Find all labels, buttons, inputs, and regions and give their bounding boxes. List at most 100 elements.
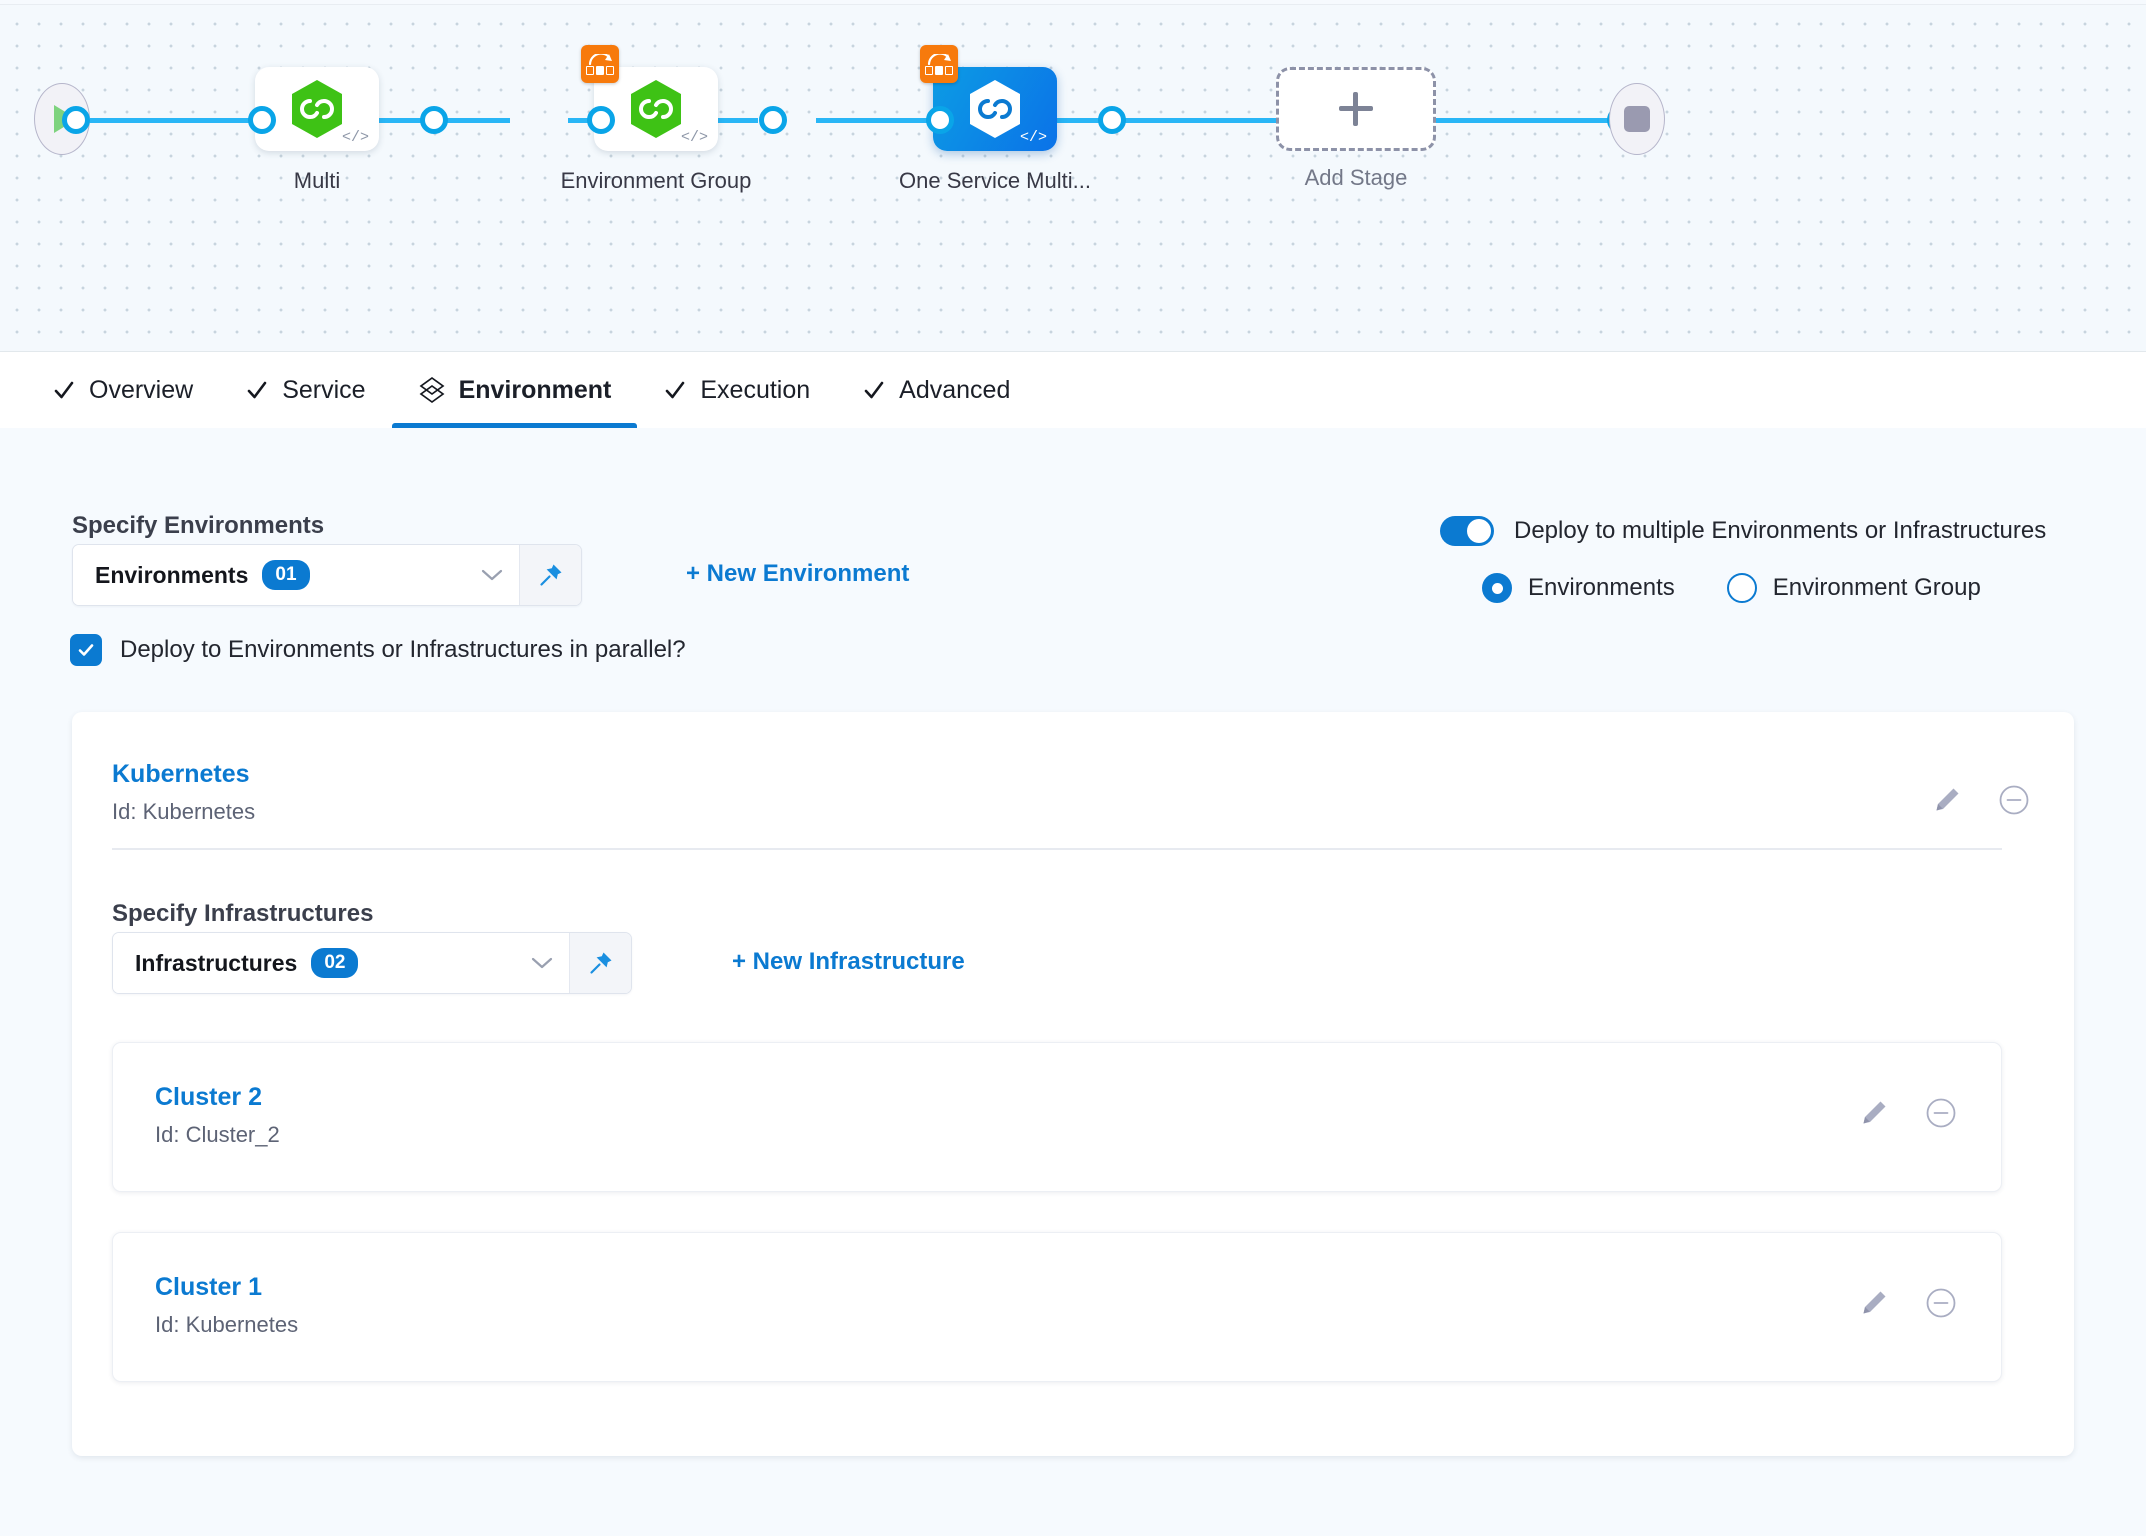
- connector-dot-3[interactable]: [587, 106, 615, 134]
- new-infrastructure-link[interactable]: + New Infrastructure: [732, 948, 965, 975]
- minus-circle-icon[interactable]: [1925, 1287, 1957, 1319]
- tab-service[interactable]: Service: [219, 352, 391, 428]
- environments-dropdown-main[interactable]: Environments 01: [73, 545, 519, 605]
- check-icon: [864, 381, 884, 399]
- radio-environment-group[interactable]: Environment Group: [1726, 573, 1981, 603]
- connector-dot-start[interactable]: [62, 106, 90, 134]
- multi-deploy-badge-icon: [581, 45, 619, 83]
- connector-dot-5[interactable]: [926, 106, 954, 134]
- environments-dropdown[interactable]: Environments 01: [72, 544, 582, 606]
- yaml-code-icon[interactable]: </>: [341, 129, 369, 146]
- connector-dot-4[interactable]: [759, 106, 787, 134]
- checkmark-icon: [78, 644, 94, 656]
- connector-dot-1[interactable]: [248, 106, 276, 134]
- specify-environments-label: Specify Environments: [72, 512, 325, 539]
- infrastructure-id: Id: Cluster_2: [155, 1122, 280, 1147]
- radio-environment-group-label: Environment Group: [1772, 574, 1981, 601]
- tab-advanced-label: Advanced: [899, 375, 1011, 404]
- parallel-deploy-label: Deploy to Environments or Infrastructure…: [120, 636, 686, 663]
- environment-title[interactable]: Kubernetes: [112, 760, 250, 788]
- add-stage-button[interactable]: [1276, 67, 1436, 151]
- pipeline-canvas[interactable]: </> Multi </> Environment Group </> One …: [0, 4, 2146, 352]
- tab-advanced[interactable]: Advanced: [836, 352, 1036, 428]
- environment-card: Kubernetes Id: Kubernetes Specify Infras…: [72, 712, 2074, 1456]
- stage-tabbar: Overview Service Environment Execution A…: [0, 352, 2146, 428]
- multi-deploy-toggle-label: Deploy to multiple Environments or Infra…: [1514, 517, 2047, 544]
- pin-icon: [539, 564, 561, 586]
- radio-environments-input[interactable]: [1482, 573, 1512, 603]
- tab-service-label: Service: [282, 375, 366, 404]
- radio-environments[interactable]: Environments: [1482, 573, 1675, 603]
- tab-overview-label: Overview: [89, 375, 194, 404]
- tab-environment[interactable]: Environment: [391, 352, 638, 428]
- check-icon: [54, 381, 74, 399]
- deploy-scope-radio-group[interactable]: Environments Environment Group: [1482, 573, 1981, 603]
- pencil-icon[interactable]: [1932, 785, 1962, 815]
- environments-dropdown-text: Environments: [95, 561, 249, 588]
- yaml-code-icon[interactable]: </>: [1019, 129, 1047, 146]
- card-divider: [112, 848, 2002, 850]
- parallel-deploy-row[interactable]: Deploy to Environments or Infrastructure…: [70, 634, 686, 666]
- pencil-icon[interactable]: [1859, 1098, 1889, 1128]
- stage-label-one-service-multi: One Service Multi...: [899, 168, 1091, 193]
- tab-overview[interactable]: Overview: [26, 352, 219, 428]
- chevron-down-icon: [531, 957, 553, 969]
- environment-card-heading: Kubernetes Id: Kubernetes: [112, 760, 255, 825]
- infrastructures-dropdown-text: Infrastructures: [135, 949, 298, 976]
- pencil-icon[interactable]: [1859, 1288, 1889, 1318]
- specify-infrastructures-label: Specify Infrastructures: [112, 900, 374, 927]
- check-icon: [247, 381, 267, 399]
- new-environment-link[interactable]: + New Environment: [686, 560, 910, 587]
- infrastructure-heading: Cluster 2 Id: Cluster_2: [155, 1083, 280, 1148]
- pipe-line-1: [72, 118, 262, 123]
- infrastructure-card-actions: [1859, 1287, 1957, 1319]
- radio-environments-label: Environments: [1528, 574, 1675, 601]
- environment-tab-panel: Specify Environments Environments 01 + N…: [0, 428, 2146, 1536]
- tab-environment-label: Environment: [458, 375, 612, 404]
- tab-execution-label: Execution: [700, 375, 811, 404]
- infrastructures-pin-button[interactable]: [569, 933, 631, 993]
- infrastructures-dropdown[interactable]: Infrastructures 02: [112, 932, 632, 994]
- chevron-down-icon: [481, 569, 503, 581]
- check-icon: [666, 381, 685, 399]
- stop-icon: [1624, 106, 1650, 132]
- tab-execution[interactable]: Execution: [637, 352, 836, 428]
- stage-node-environment-group[interactable]: </>: [581, 45, 718, 151]
- infrastructure-title[interactable]: Cluster 2: [155, 1083, 262, 1111]
- stage-node-one-service-multi[interactable]: </>: [920, 45, 1057, 151]
- infrastructure-title[interactable]: Cluster 1: [155, 1273, 262, 1301]
- infrastructure-id: Id: Kubernetes: [155, 1312, 299, 1337]
- parallel-deploy-checkbox[interactable]: [70, 634, 102, 666]
- environment-id: Id: Kubernetes: [112, 799, 256, 824]
- pipe-line-5: [1420, 118, 1620, 123]
- end-node[interactable]: [1609, 83, 1665, 155]
- minus-circle-icon[interactable]: [1925, 1097, 1957, 1129]
- radio-environment-group-input[interactable]: [1726, 573, 1757, 603]
- yaml-code-icon[interactable]: </>: [680, 129, 708, 146]
- infrastructure-card-cluster-2: Cluster 2 Id: Cluster_2: [112, 1042, 2002, 1192]
- plus-icon: [1339, 92, 1373, 126]
- pipe-line-2: [320, 118, 510, 123]
- multi-deploy-badge-icon: [920, 45, 958, 83]
- harness-hexagon-green-icon: [292, 80, 342, 138]
- environment-layers-icon: [419, 376, 445, 404]
- harness-hexagon-white-icon: [970, 80, 1020, 138]
- stage-label-multi: Multi: [293, 168, 341, 193]
- environments-count-badge: 01: [262, 560, 310, 590]
- infrastructure-card-cluster-1: Cluster 1 Id: Kubernetes: [112, 1232, 2002, 1382]
- infrastructure-heading: Cluster 1 Id: Kubernetes: [155, 1273, 298, 1338]
- environment-card-actions: [1932, 784, 2030, 816]
- pin-icon: [589, 952, 611, 974]
- connector-dot-6[interactable]: [1098, 106, 1126, 134]
- stage-node-multi[interactable]: </>: [255, 67, 379, 151]
- infrastructures-dropdown-main[interactable]: Infrastructures 02: [113, 933, 569, 993]
- infrastructure-card-actions: [1859, 1097, 1957, 1129]
- connector-dot-2[interactable]: [420, 106, 448, 134]
- harness-hexagon-green-icon: [631, 80, 681, 138]
- add-stage-label: Add Stage: [1304, 165, 1408, 190]
- minus-circle-icon[interactable]: [1998, 784, 2030, 816]
- multi-deploy-toggle[interactable]: [1440, 516, 1494, 546]
- environments-pin-button[interactable]: [519, 545, 581, 605]
- multi-deploy-toggle-row[interactable]: Deploy to multiple Environments or Infra…: [1440, 516, 2046, 546]
- stage-label-environment-group: Environment Group: [560, 168, 752, 193]
